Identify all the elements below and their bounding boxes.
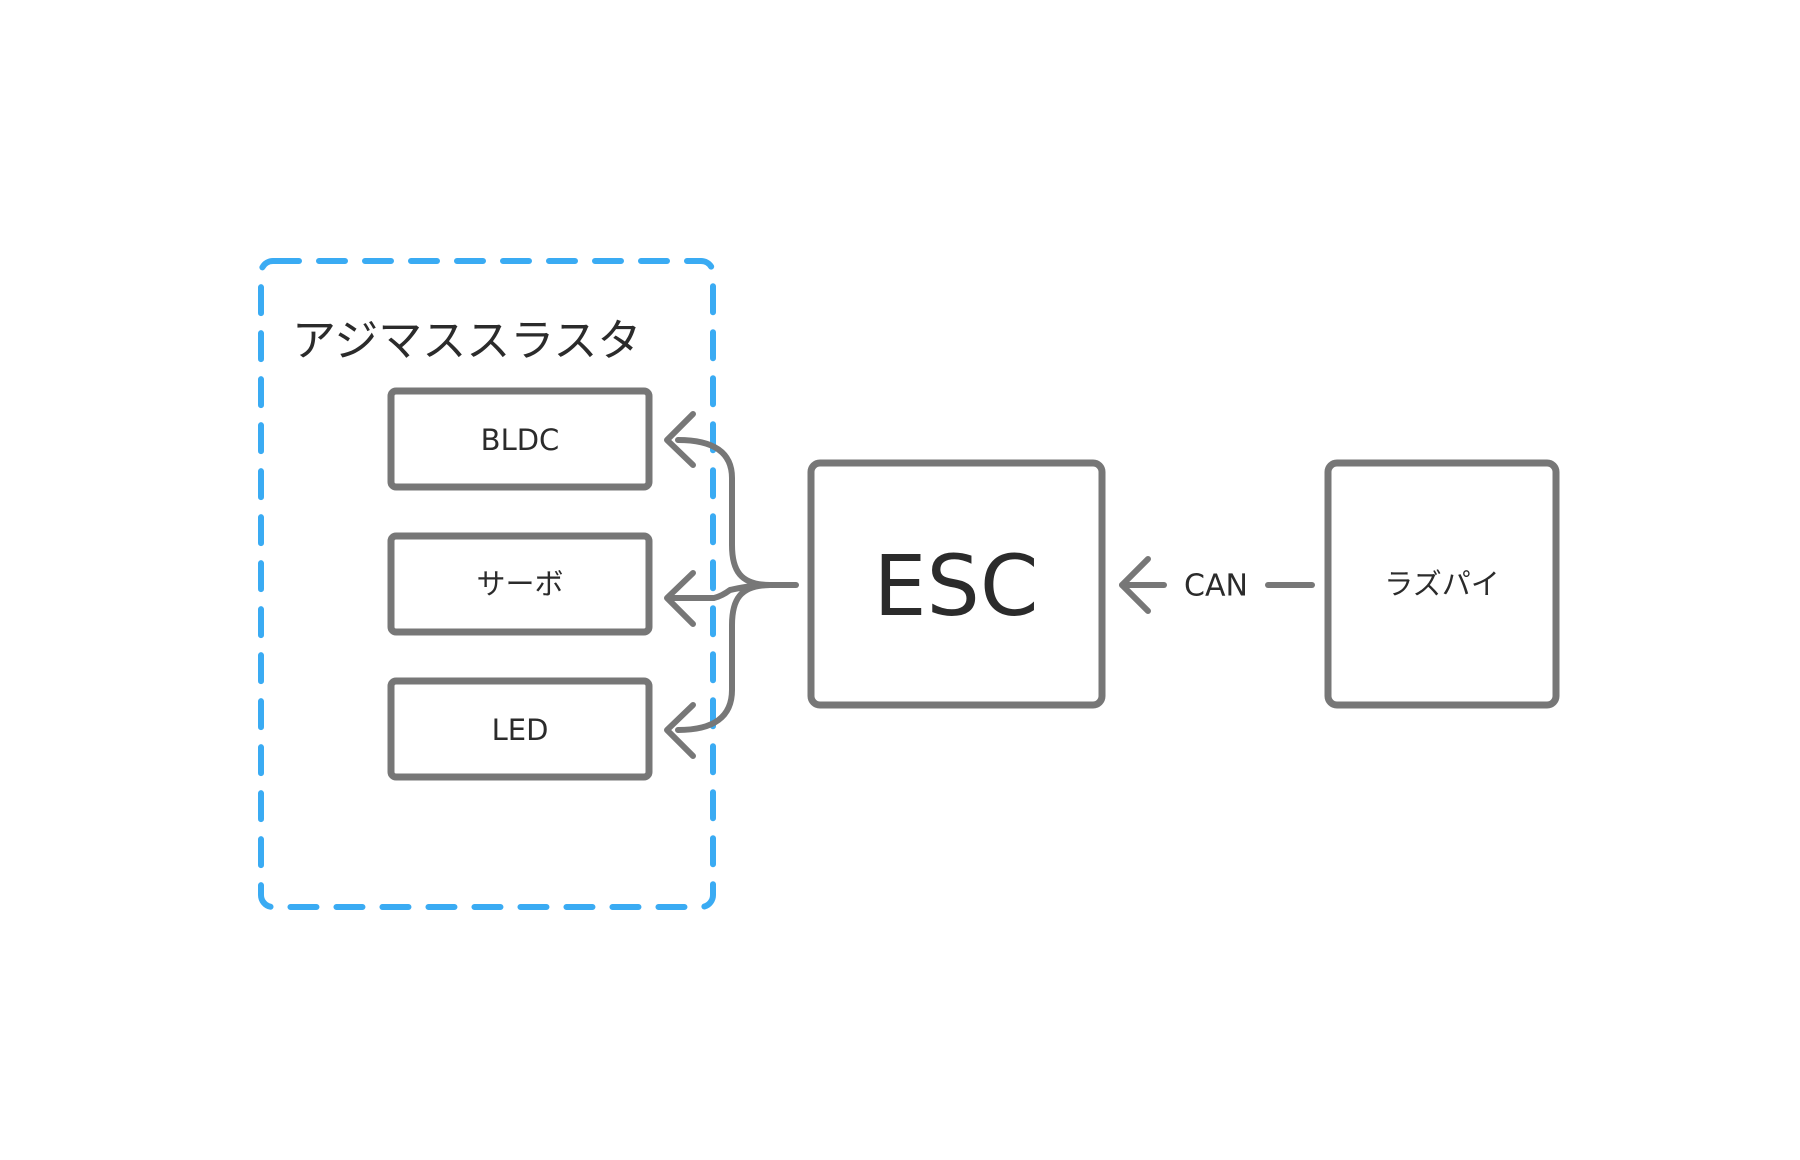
bldc-block[interactable]: BLDC bbox=[387, 387, 653, 491]
led-block[interactable]: LED bbox=[387, 677, 653, 781]
servo-label: サーボ bbox=[476, 567, 563, 601]
azimuth-thruster-group-frame bbox=[258, 258, 716, 910]
esc-to-components-connector bbox=[664, 411, 799, 759]
led-arrow-head bbox=[664, 702, 696, 759]
raspberry-pi-block[interactable]: ラズパイ bbox=[1324, 459, 1560, 709]
bldc-arrow-head bbox=[664, 411, 696, 468]
esc-label: ESC bbox=[873, 537, 1038, 635]
can-arrow-head bbox=[1119, 556, 1151, 614]
servo-block[interactable]: サーボ bbox=[387, 532, 653, 636]
group-title: アジマススラスタ bbox=[292, 316, 641, 367]
raspberry-pi-label: ラズパイ bbox=[1384, 567, 1499, 601]
esc-block[interactable]: ESC bbox=[807, 459, 1106, 709]
can-link: CAN bbox=[1119, 556, 1315, 614]
led-label: LED bbox=[492, 713, 549, 747]
can-label: CAN bbox=[1184, 569, 1248, 604]
servo-arrow-head bbox=[664, 570, 696, 627]
bldc-label: BLDC bbox=[481, 423, 560, 457]
